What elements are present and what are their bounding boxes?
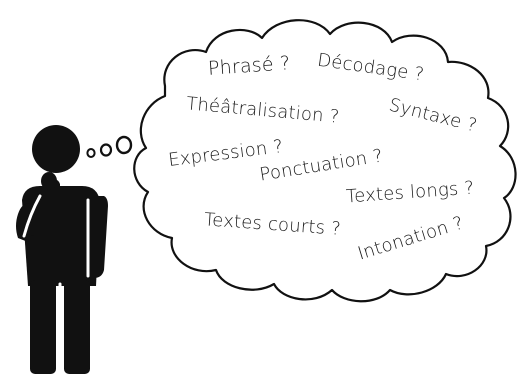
thought-cloud-icon	[86, 19, 517, 303]
illustration-canvas: Phrasé ? Décodage ? Théâtralisation ? Sy…	[16, 19, 517, 376]
thinking-person-icon	[16, 125, 108, 376]
